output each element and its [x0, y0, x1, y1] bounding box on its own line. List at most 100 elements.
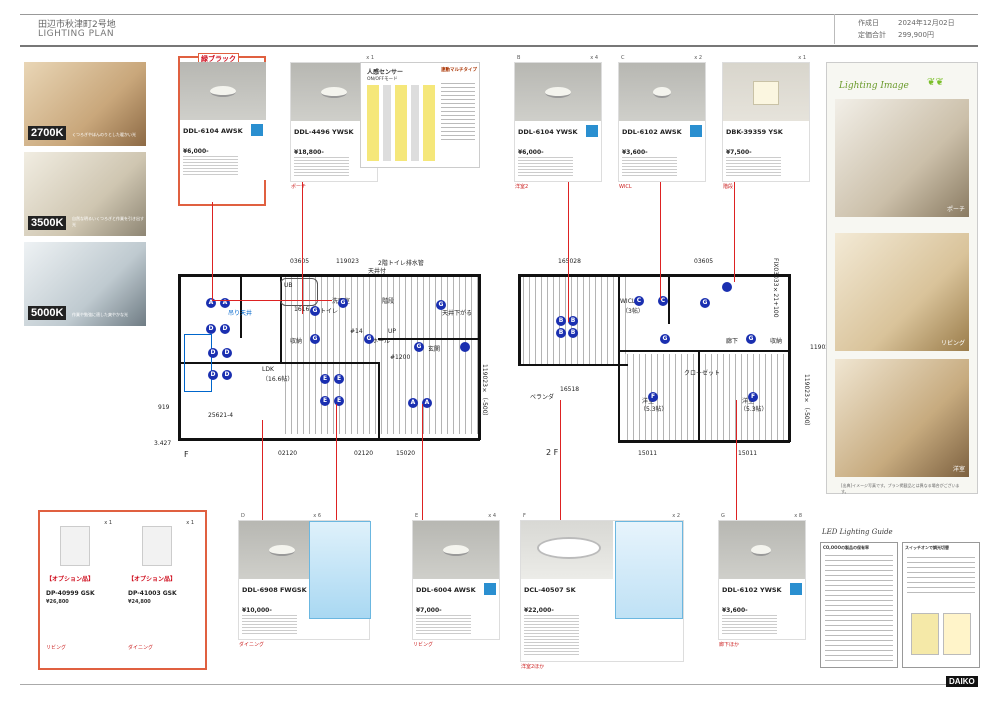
plan-dim: 02120: [354, 450, 374, 457]
light-marker-g[interactable]: G: [746, 334, 756, 344]
light-marker-d[interactable]: D: [220, 324, 230, 334]
plan-dim: 119023: [810, 344, 833, 351]
wall: [618, 350, 790, 352]
plan-dim: 02120: [278, 450, 298, 457]
product-qty: x 8: [794, 513, 802, 519]
plan-dim: 15011: [638, 450, 658, 457]
light-marker-d[interactable]: D: [206, 324, 216, 334]
light-marker-c[interactable]: C: [658, 296, 668, 306]
light-marker-g[interactable]: G: [364, 334, 374, 344]
wall: [178, 274, 181, 440]
light-marker-d[interactable]: D: [222, 370, 232, 380]
sensor-sub: ON/OFFモード: [367, 77, 398, 82]
switch-card[interactable]: x 1 【オプション品】 DP-41003 GSK ¥24,800 ダイニング: [126, 520, 198, 651]
product-photo: [515, 63, 601, 121]
product-card-stair[interactable]: x 1 DBK-39359 YSK ¥7,500- 階段: [722, 55, 810, 190]
porch-marker[interactable]: [460, 342, 470, 352]
sensor-diagram: [367, 85, 435, 161]
color-temp-2700: 2700K くつろぎやほんのりとした暖かい光: [24, 62, 146, 146]
light-marker-g[interactable]: G: [700, 298, 710, 308]
wall: [378, 338, 478, 340]
light-marker-b[interactable]: B: [568, 328, 578, 338]
product-card-a[interactable]: DDL-6104 AWSK ¥6,000-: [180, 62, 266, 180]
switch-icon: [60, 526, 90, 566]
product-qty: x 2: [694, 55, 702, 61]
light-marker-a[interactable]: A: [408, 398, 418, 408]
light-marker-g[interactable]: G: [414, 342, 424, 352]
plan-label: 洋室: [742, 398, 755, 405]
product-photo: [180, 62, 266, 120]
footer-rule: [20, 684, 978, 685]
plan-label: 玄関: [428, 346, 441, 353]
light-marker-g[interactable]: G: [338, 298, 348, 308]
product-card-b[interactable]: B x 4 DDL-6104 YWSK ¥6,000- 洋室2: [514, 55, 602, 190]
product-room: 階段: [723, 184, 734, 190]
light-marker-d[interactable]: D: [208, 370, 218, 380]
wall: [618, 274, 620, 442]
product-card-e[interactable]: E x 4 DDL-6004 AWSK ¥7,000- リビング: [412, 513, 500, 648]
light-marker-f[interactable]: F: [748, 392, 758, 402]
switch-card[interactable]: x 1 【オプション品】 DP-40999 GSK ¥26,800 リビング: [44, 520, 116, 651]
plan-label: トイレ: [320, 308, 339, 315]
product-qty: x 1: [366, 55, 374, 61]
light-marker-f[interactable]: F: [648, 392, 658, 402]
light-marker-b[interactable]: B: [556, 316, 566, 326]
light-marker-e[interactable]: E: [334, 374, 344, 384]
plan-label: 吊り天井: [228, 310, 253, 317]
lighting-image-title: Lighting Image: [839, 81, 909, 91]
product-room: ポーチ: [291, 184, 307, 190]
led-badge: [690, 125, 702, 137]
leader-line: [736, 400, 737, 520]
downlight-icon: [653, 87, 671, 98]
plan-label: LDK: [262, 366, 274, 373]
room-photo-label: ポーチ: [946, 206, 965, 213]
plan-dim: 3.427: [154, 440, 172, 447]
product-qty: x 4: [590, 55, 598, 61]
plan-dim: 165028: [558, 258, 581, 265]
product-card-f[interactable]: F x 2 DCL-40507 SK ¥22,000- 洋室2ほか: [520, 513, 684, 670]
sensor-right-title: 連動マルチタイプ: [441, 68, 477, 73]
product-card-d[interactable]: D x 6 DDL-6908 FWGSK ¥10,000- ダイニング: [238, 513, 371, 648]
page-title: LIGHTING PLAN: [38, 29, 115, 39]
light-marker-e[interactable]: E: [320, 374, 330, 384]
plan-vert-dim: 119023×（-500）: [803, 374, 810, 430]
product-card-g[interactable]: G x 8 DDL-6102 YWSK ¥3,600- 廊下ほか: [718, 513, 806, 648]
plan-label: #14: [350, 328, 363, 335]
light-marker-a[interactable]: A: [220, 298, 230, 308]
light-marker-d[interactable]: D: [208, 348, 218, 358]
guide-box-left: CO,OOOの製品の保有率: [820, 542, 898, 668]
wall: [280, 274, 282, 364]
light-marker-b[interactable]: B: [568, 316, 578, 326]
light-marker-a[interactable]: A: [422, 398, 432, 408]
light-marker-g[interactable]: G: [310, 306, 320, 316]
light-marker-a[interactable]: A: [206, 298, 216, 308]
spec-lines: [242, 615, 297, 635]
light-marker-e[interactable]: E: [320, 396, 330, 406]
led-badge: [790, 583, 802, 595]
color-temp-desc: くつろぎやほんのりとした暖かい光: [72, 132, 136, 137]
guide-illustration: [943, 613, 971, 655]
plan-label: （5.3帖）: [640, 406, 668, 413]
light-marker-b[interactable]: B: [556, 328, 566, 338]
product-model: DCL-40507 SK: [524, 586, 576, 594]
bathtub: [280, 278, 318, 306]
stair-marker[interactable]: [722, 282, 732, 292]
product-photo: [413, 521, 499, 579]
light-marker-e[interactable]: E: [334, 396, 344, 406]
light-marker-g[interactable]: G: [310, 334, 320, 344]
address: 田辺市秋津町2号地: [38, 20, 116, 30]
product-room: ダイニング: [239, 642, 265, 648]
plan-label: 1616: [294, 306, 309, 313]
wall: [698, 350, 700, 442]
floor-plan: 03605 119023 2階トイレ排水管 天井付 165028 03605 U…: [150, 244, 833, 462]
wall: [478, 274, 481, 440]
light-marker-g[interactable]: G: [436, 300, 446, 310]
light-marker-c[interactable]: C: [634, 296, 644, 306]
price-value: 299,900円: [898, 31, 934, 39]
room-photo-porch: ポーチ: [835, 99, 969, 217]
product-card-c[interactable]: C x 2 DDL-6102 AWSK ¥3,600- WICL: [618, 55, 706, 190]
product-room: 洋室2: [515, 184, 529, 190]
light-marker-g[interactable]: G: [660, 334, 670, 344]
product-letter: F: [523, 513, 526, 519]
light-marker-d[interactable]: D: [222, 348, 232, 358]
